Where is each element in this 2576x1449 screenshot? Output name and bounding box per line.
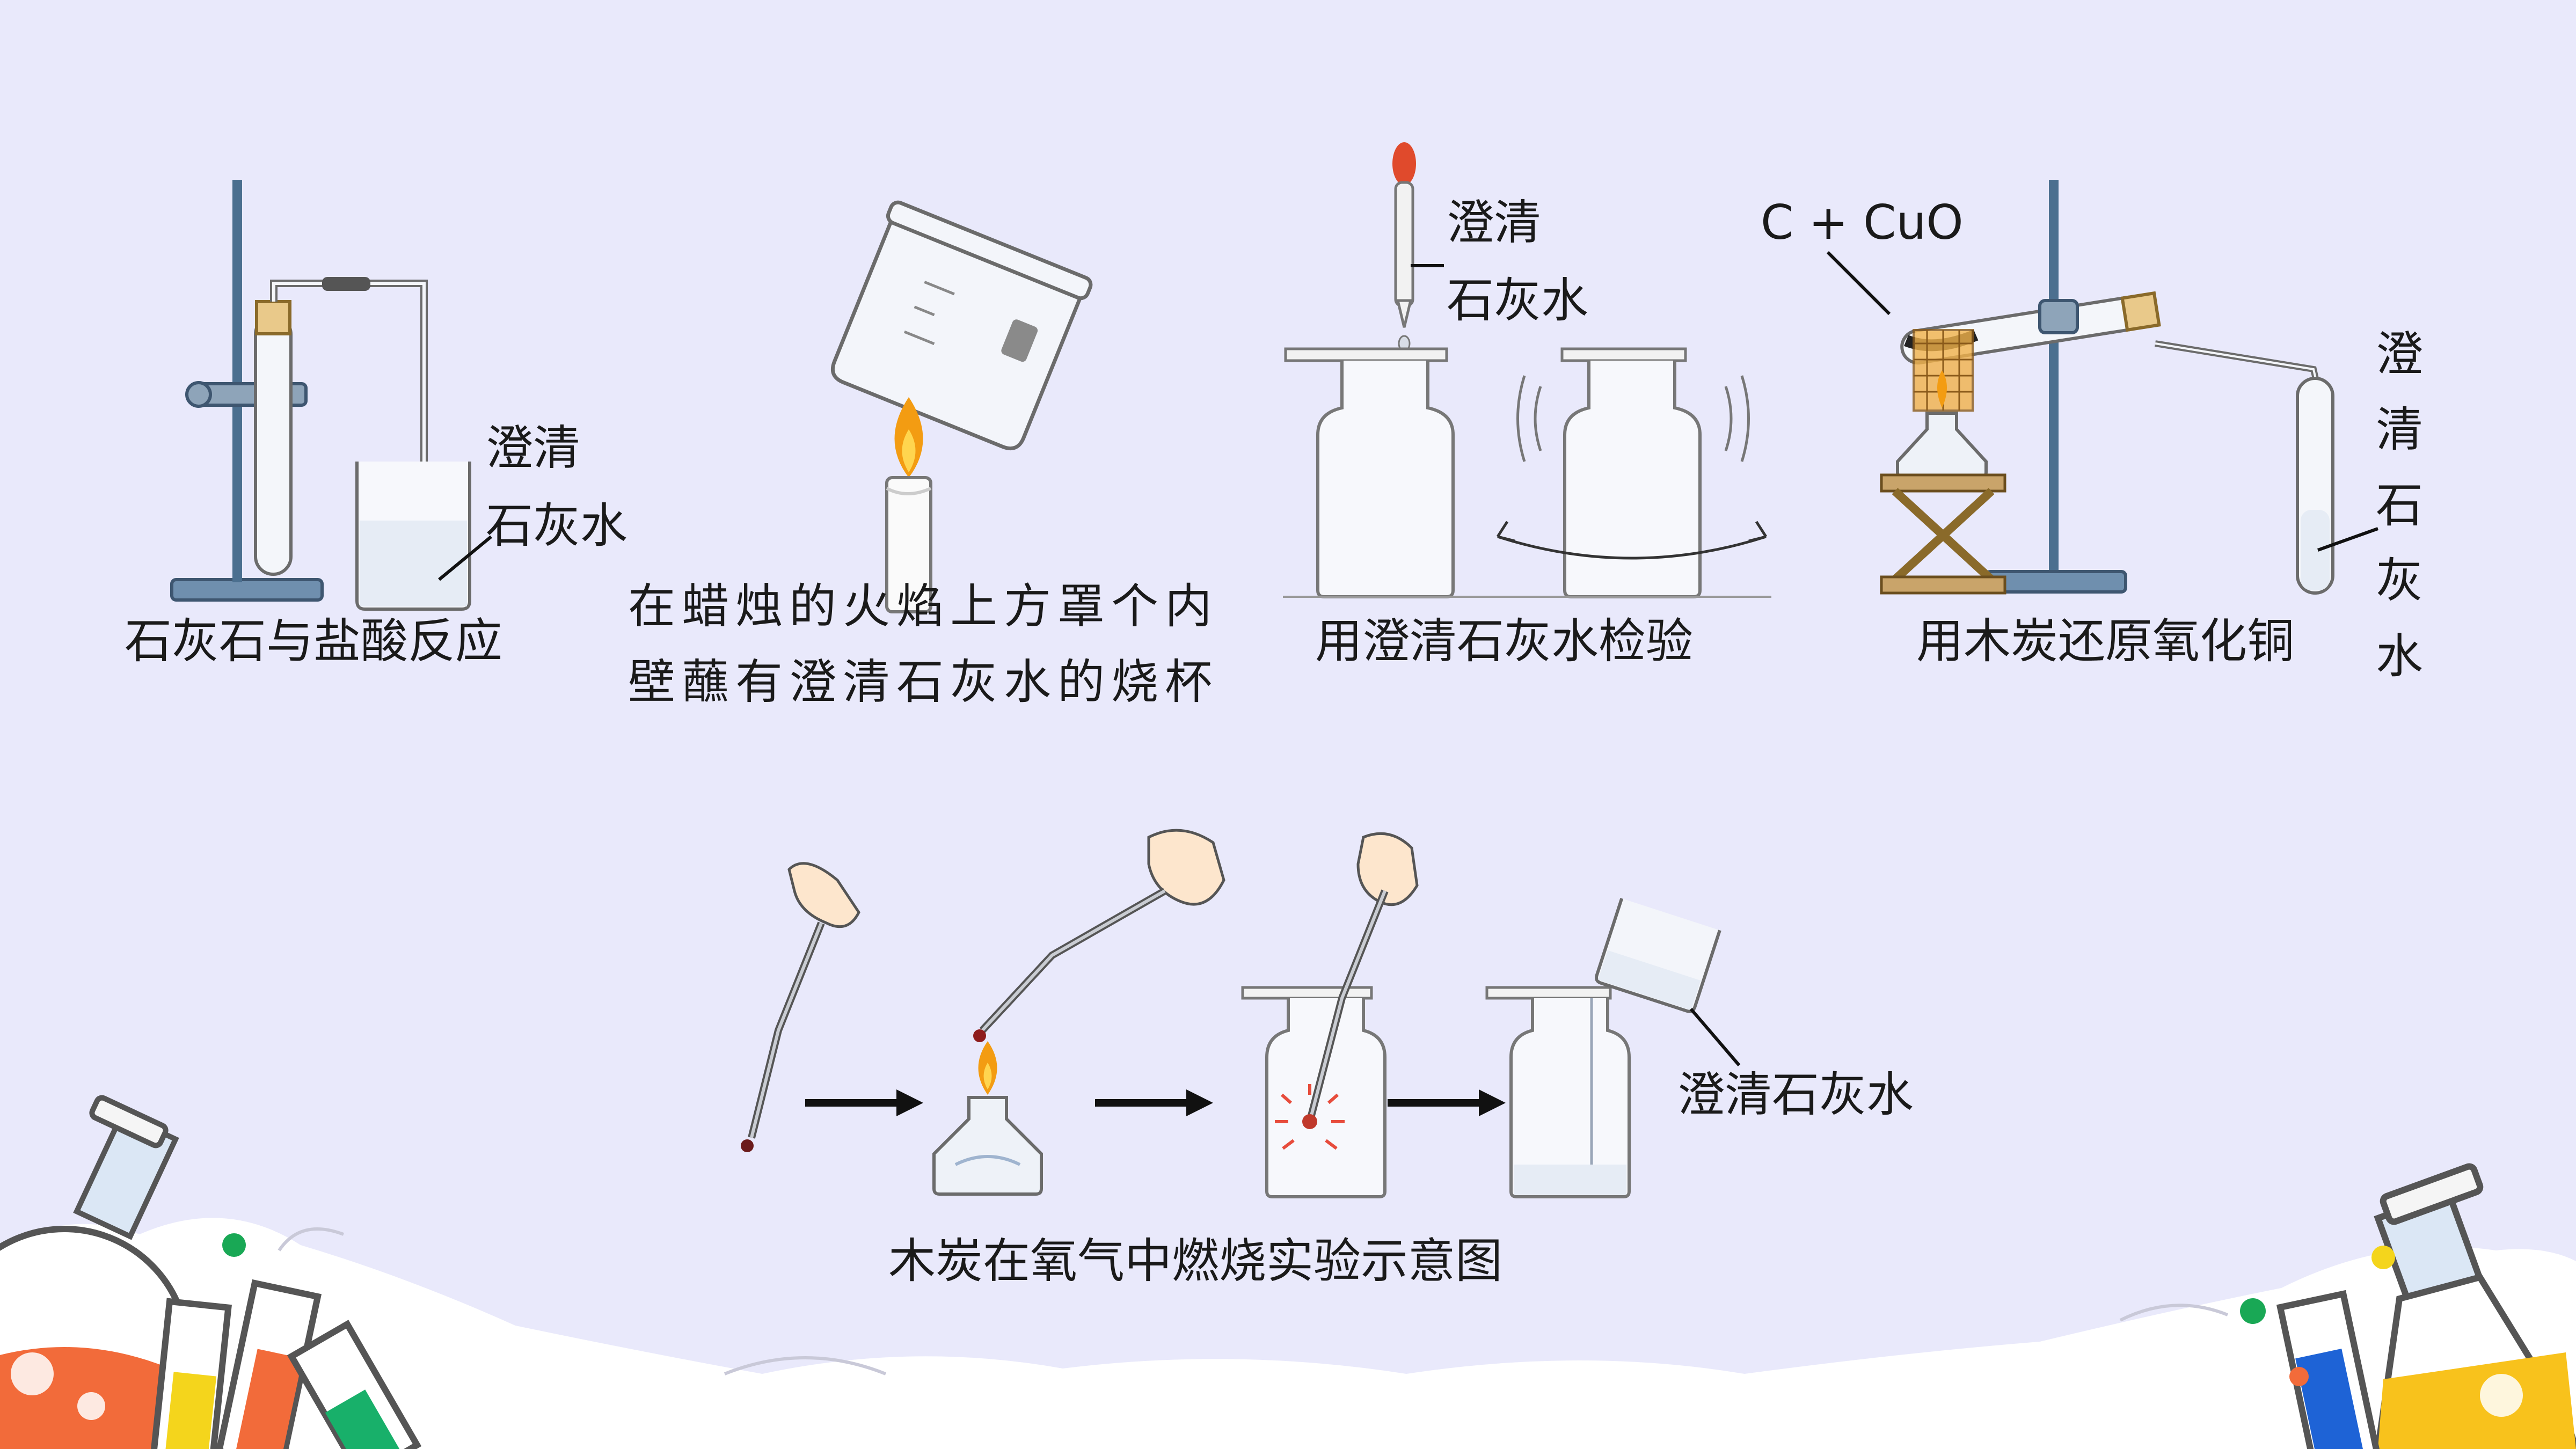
hand-3 [1356, 832, 1419, 906]
stand-base [170, 578, 324, 602]
exp5-caption: 木炭在氧气中燃烧实验示意图 [888, 1233, 1503, 1289]
tongs-2 [979, 887, 1167, 1033]
left-flask-decoration [0, 1095, 422, 1449]
stand-rod [232, 180, 242, 582]
stopper [255, 300, 291, 335]
exp1-limewater-label-2: 石灰水 [486, 498, 628, 553]
exp2-caption: 在蜡烛的火焰上方罩个内壁蘸有澄清石灰水的烧杯 [628, 579, 1219, 709]
exp1-caption: 石灰石与盐酸反应 [125, 613, 503, 669]
hand-1 [787, 862, 860, 928]
candle [885, 476, 932, 613]
gas-bottle-3 [1265, 998, 1386, 1198]
stand-rod [2049, 180, 2059, 582]
exp4-reactants-label: C + CuO [1761, 195, 1964, 250]
alcohol-lamp-2 [932, 1096, 1043, 1196]
exp1-limewater-label-1: 澄清 [486, 420, 581, 475]
bottom-cloud-band [0, 1218, 2576, 1449]
exp3-limewater-label-1: 澄清 [1447, 195, 1542, 250]
gas-bottle-4 [1509, 998, 1631, 1198]
right-flask-decoration [2240, 1163, 2576, 1449]
exp3-limewater-label-2: 石灰水 [1447, 273, 1589, 328]
exp5-limewater-label: 澄清石灰水 [1677, 1067, 1914, 1122]
dropper-bulb [1392, 142, 1416, 185]
exp3-caption: 用澄清石灰水检验 [1315, 613, 1694, 669]
exp4-limewater-vertical-label: 澄清石灰水 [2375, 326, 2423, 684]
lab-jack [1880, 473, 2006, 493]
hand-2 [1147, 829, 1225, 906]
exp4-caption: 用木炭还原氧化铜 [1916, 613, 2295, 669]
